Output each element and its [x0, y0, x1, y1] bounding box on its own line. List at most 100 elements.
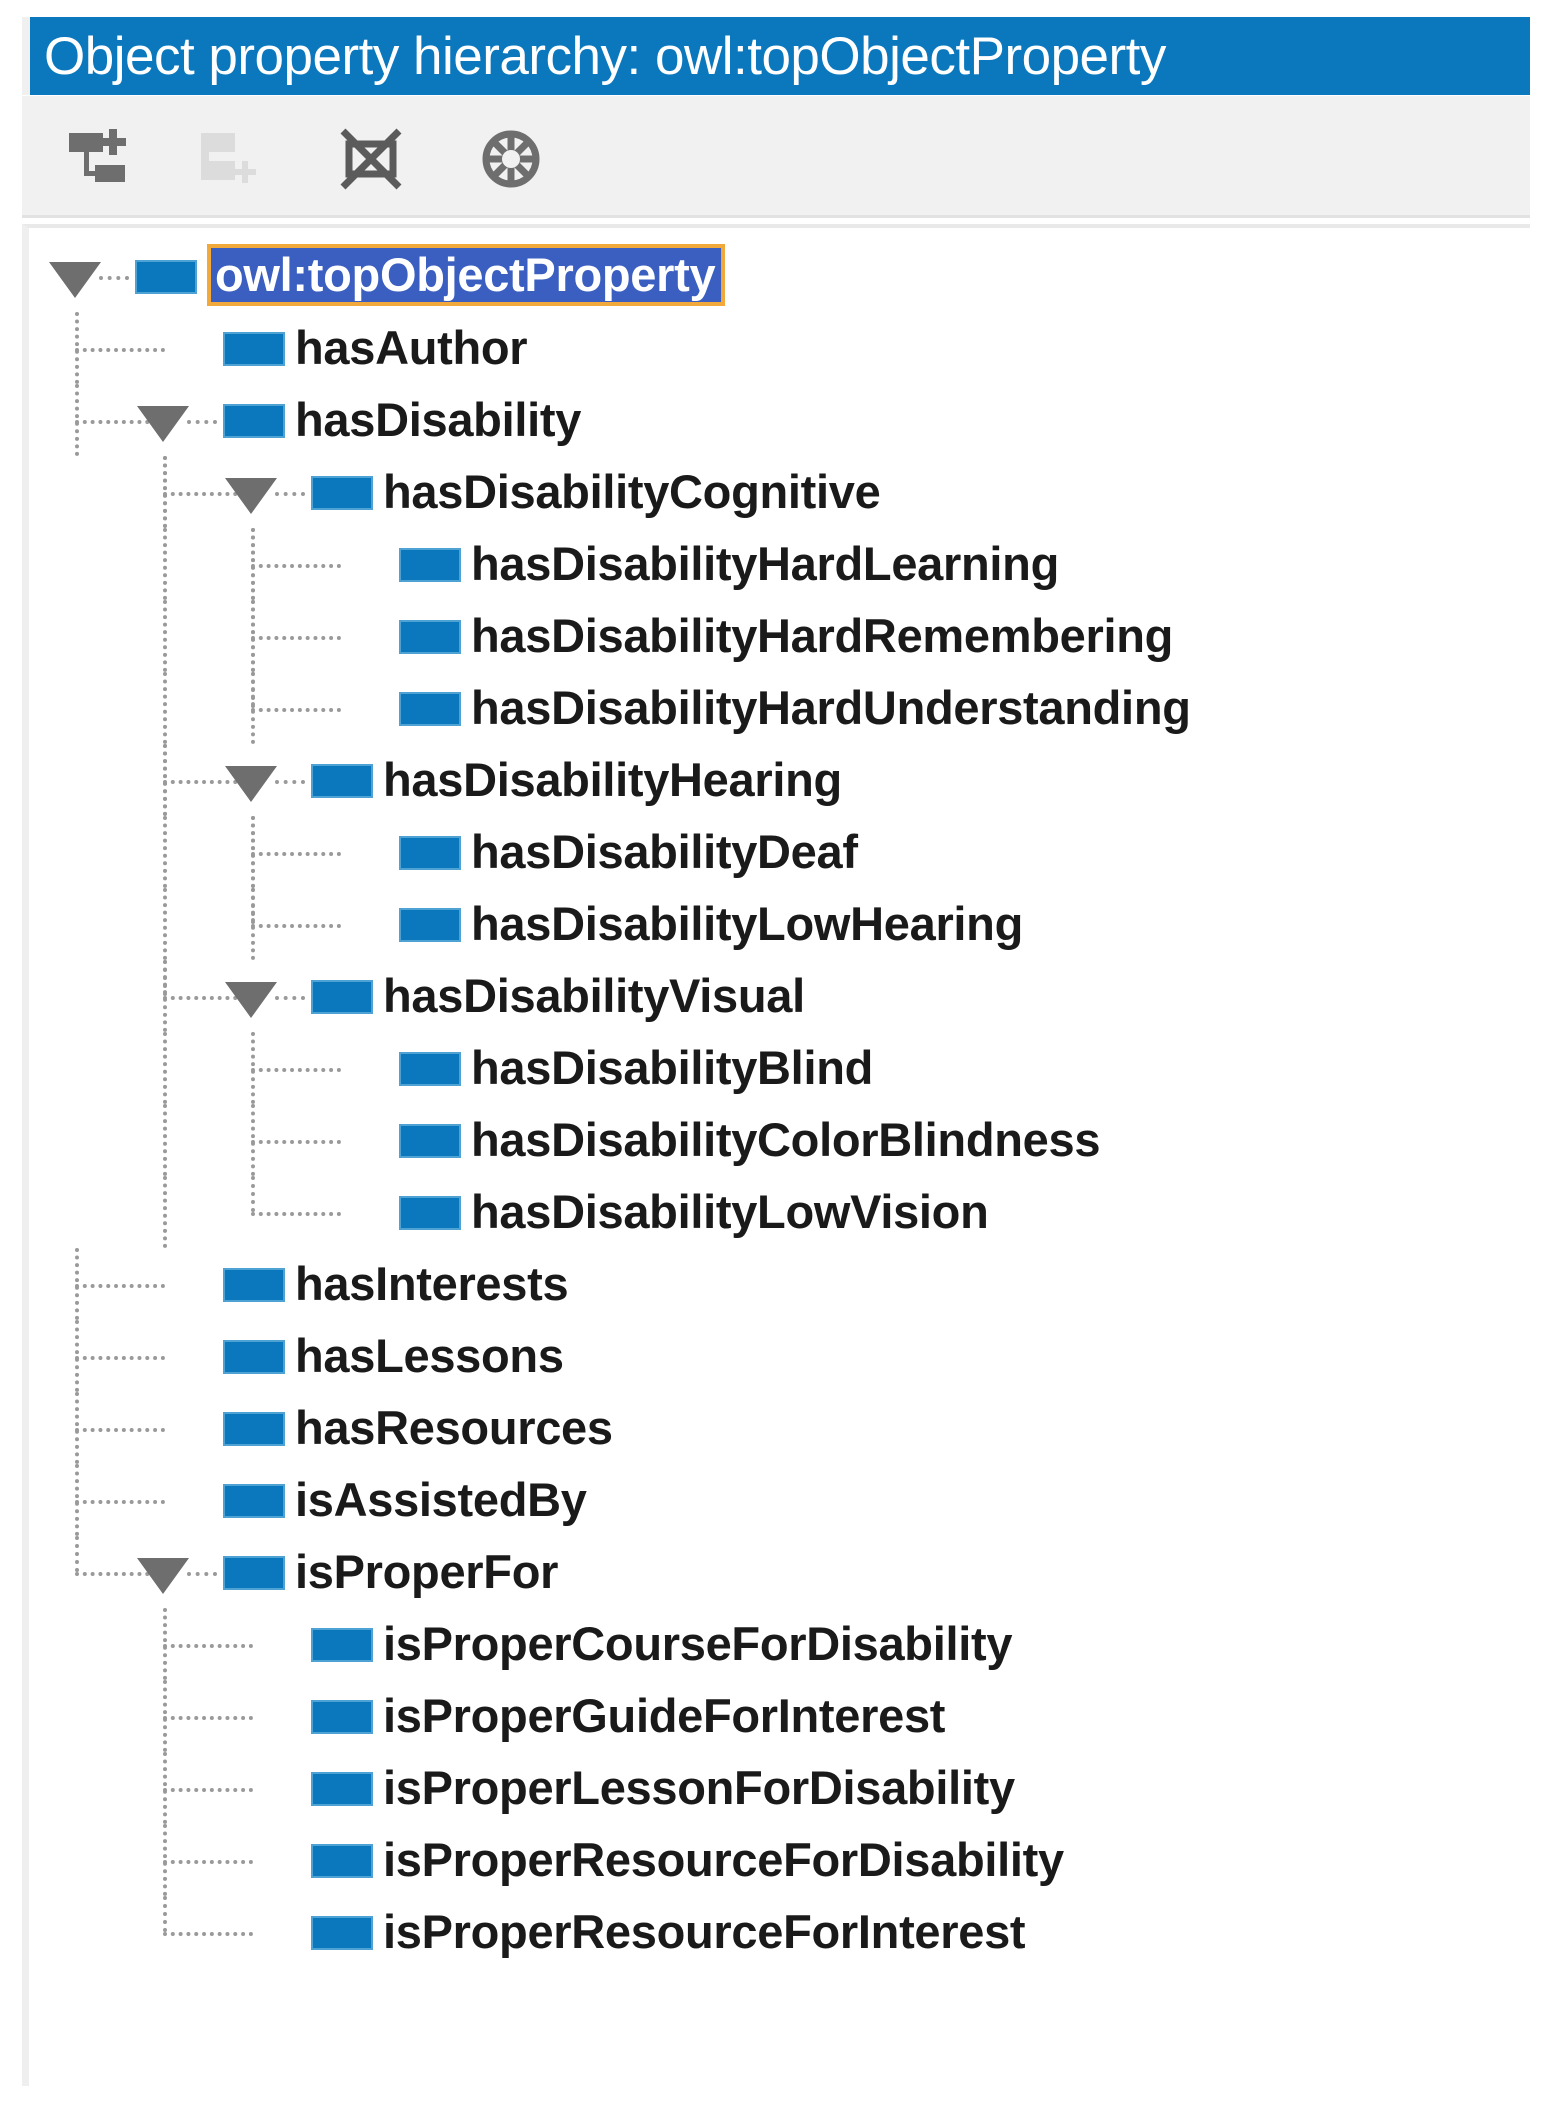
object-property-icon[interactable] — [135, 260, 197, 294]
tree-row[interactable]: hasDisabilityDeaf — [29, 816, 1530, 888]
tree-connector-vertical — [75, 1536, 79, 1572]
tree-connector-stub — [275, 780, 305, 784]
object-property-icon[interactable] — [311, 1916, 373, 1950]
tree-row[interactable]: isProperLessonForDisability — [29, 1752, 1530, 1824]
tree-connector-vertical — [251, 672, 255, 708]
panel-title: Object property hierarchy: owl:topObject… — [44, 26, 1166, 86]
tree-guide-line — [163, 1176, 167, 1248]
object-property-icon[interactable] — [399, 836, 461, 870]
tree-node-label[interactable]: hasDisability — [295, 393, 582, 446]
tree-row[interactable]: isProperFor — [29, 1536, 1530, 1608]
tree-node-label[interactable]: hasDisabilityHardUnderstanding — [471, 681, 1191, 734]
object-property-icon[interactable] — [223, 1556, 285, 1590]
add-sub-property-button[interactable] — [60, 122, 134, 196]
tree-connector-stub — [99, 276, 129, 280]
tree-row[interactable]: hasDisability — [29, 384, 1530, 456]
object-property-icon[interactable] — [399, 1124, 461, 1158]
tree-node-label[interactable]: isProperGuideForInterest — [383, 1689, 946, 1742]
object-property-icon[interactable] — [311, 1700, 373, 1734]
object-property-tree-scroll[interactable]: owl:topObjectProperty hasAuthor hasDisabil… — [22, 224, 1530, 2086]
tree-node-label[interactable]: hasDisabilityColorBlindness — [471, 1113, 1101, 1166]
object-property-icon[interactable] — [311, 1772, 373, 1806]
tree-node-label[interactable]: hasDisabilityHardLearning — [471, 537, 1059, 590]
tree-row[interactable]: hasDisabilityHearing — [29, 744, 1530, 816]
tree-row[interactable]: isProperCourseForDisability — [29, 1608, 1530, 1680]
object-property-icon[interactable] — [399, 908, 461, 942]
tree-row[interactable]: isAssistedBy — [29, 1464, 1530, 1536]
object-property-icon[interactable] — [223, 1268, 285, 1302]
tree-node-label[interactable]: hasInterests — [295, 1257, 569, 1310]
tree-node-label[interactable]: hasAuthor — [295, 321, 528, 374]
tree-guide-line — [163, 1032, 167, 1104]
expand-collapse-triangle-icon[interactable] — [137, 1558, 189, 1594]
tree-node-label[interactable]: hasLessons — [295, 1329, 564, 1382]
tree-node-label[interactable]: isProperFor — [295, 1545, 559, 1598]
tree-row[interactable]: hasDisabilityHardRemembering — [29, 600, 1530, 672]
object-property-icon[interactable] — [311, 1844, 373, 1878]
object-property-icon[interactable] — [311, 980, 373, 1014]
tree-guide-line — [163, 528, 167, 600]
expand-collapse-triangle-icon[interactable] — [225, 982, 277, 1018]
tree-node-label[interactable]: isProperCourseForDisability — [383, 1617, 1013, 1670]
object-property-icon[interactable] — [399, 548, 461, 582]
tree-node-label[interactable]: hasDisabilityHardRemembering — [471, 609, 1174, 662]
panel-title-bar: Object property hierarchy: owl:topObject… — [30, 17, 1530, 95]
tree-row[interactable]: hasLessons — [29, 1320, 1530, 1392]
tree-row[interactable]: hasResources — [29, 1392, 1530, 1464]
tree-row[interactable]: hasDisabilityHardUnderstanding — [29, 672, 1530, 744]
expand-collapse-triangle-icon[interactable] — [225, 766, 277, 802]
tree-node-label[interactable]: isAssistedBy — [295, 1473, 587, 1526]
tree-guide-line — [163, 888, 167, 960]
tree-node-label[interactable]: isProperResourceForDisability — [383, 1833, 1064, 1886]
tree-connector-elbow — [251, 1068, 341, 1072]
tree-node-label-selected[interactable]: owl:topObjectProperty — [207, 244, 726, 306]
object-property-icon[interactable] — [399, 1052, 461, 1086]
tree-row[interactable]: hasDisabilityBlind — [29, 1032, 1530, 1104]
tree-connector-elbow — [251, 636, 341, 640]
tree-row[interactable]: hasAuthor — [29, 312, 1530, 384]
object-property-icon[interactable] — [223, 332, 285, 366]
tree-node-label[interactable]: hasDisabilityVisual — [383, 969, 805, 1022]
tree-node-label[interactable]: hasDisabilityBlind — [471, 1041, 874, 1094]
tree-connector-elbow — [75, 1572, 165, 1576]
tree-node-label[interactable]: hasDisabilityHearing — [383, 753, 842, 806]
tree-node-label[interactable]: hasDisabilityLowVision — [471, 1185, 989, 1238]
object-property-icon[interactable] — [223, 1340, 285, 1374]
expand-collapse-triangle-icon[interactable] — [225, 478, 277, 514]
tree-connector-elbow — [163, 1716, 253, 1720]
tree-row[interactable]: hasDisabilityColorBlindness — [29, 1104, 1530, 1176]
tree-connector-elbow — [163, 492, 253, 496]
tree-row[interactable]: isProperResourceForDisability — [29, 1824, 1530, 1896]
tree-row[interactable]: hasInterests — [29, 1248, 1530, 1320]
tree-guide-line — [163, 1104, 167, 1176]
tree-row[interactable]: owl:topObjectProperty — [29, 240, 1530, 312]
expand-collapse-triangle-icon[interactable] — [137, 406, 189, 442]
object-property-icon[interactable] — [223, 404, 285, 438]
tree-row[interactable]: hasDisabilityCognitive — [29, 456, 1530, 528]
object-property-icon[interactable] — [311, 1628, 373, 1662]
expand-collapse-triangle-icon[interactable] — [49, 262, 101, 298]
tree-row[interactable]: isProperResourceForInterest — [29, 1896, 1530, 1968]
tree-node-label[interactable]: hasDisabilityDeaf — [471, 825, 858, 878]
object-property-icon[interactable] — [399, 1196, 461, 1230]
tree-row[interactable]: hasDisabilityLowVision — [29, 1176, 1530, 1248]
tree-node-label[interactable]: isProperLessonForDisability — [383, 1761, 1015, 1814]
delete-property-button[interactable] — [334, 122, 408, 196]
tree-node-label[interactable]: isProperResourceForInterest — [383, 1905, 1026, 1958]
add-sibling-property-button[interactable] — [192, 122, 266, 196]
object-property-icon[interactable] — [311, 476, 373, 510]
tree-row[interactable]: hasDisabilityLowHearing — [29, 888, 1530, 960]
object-property-icon[interactable] — [399, 620, 461, 654]
object-property-icon[interactable] — [399, 692, 461, 726]
tree-row[interactable]: hasDisabilityVisual — [29, 960, 1530, 1032]
object-property-icon[interactable] — [223, 1412, 285, 1446]
tree-node-label[interactable]: hasDisabilityLowHearing — [471, 897, 1024, 950]
property-chain-button[interactable] — [474, 122, 548, 196]
tree-node-label[interactable]: hasResources — [295, 1401, 613, 1454]
tree-node-label[interactable]: hasDisabilityCognitive — [383, 465, 881, 518]
tree-row[interactable]: hasDisabilityHardLearning — [29, 528, 1530, 600]
object-property-icon[interactable] — [311, 764, 373, 798]
tree-row[interactable]: isProperGuideForInterest — [29, 1680, 1530, 1752]
delete-property-icon — [339, 127, 403, 191]
object-property-icon[interactable] — [223, 1484, 285, 1518]
